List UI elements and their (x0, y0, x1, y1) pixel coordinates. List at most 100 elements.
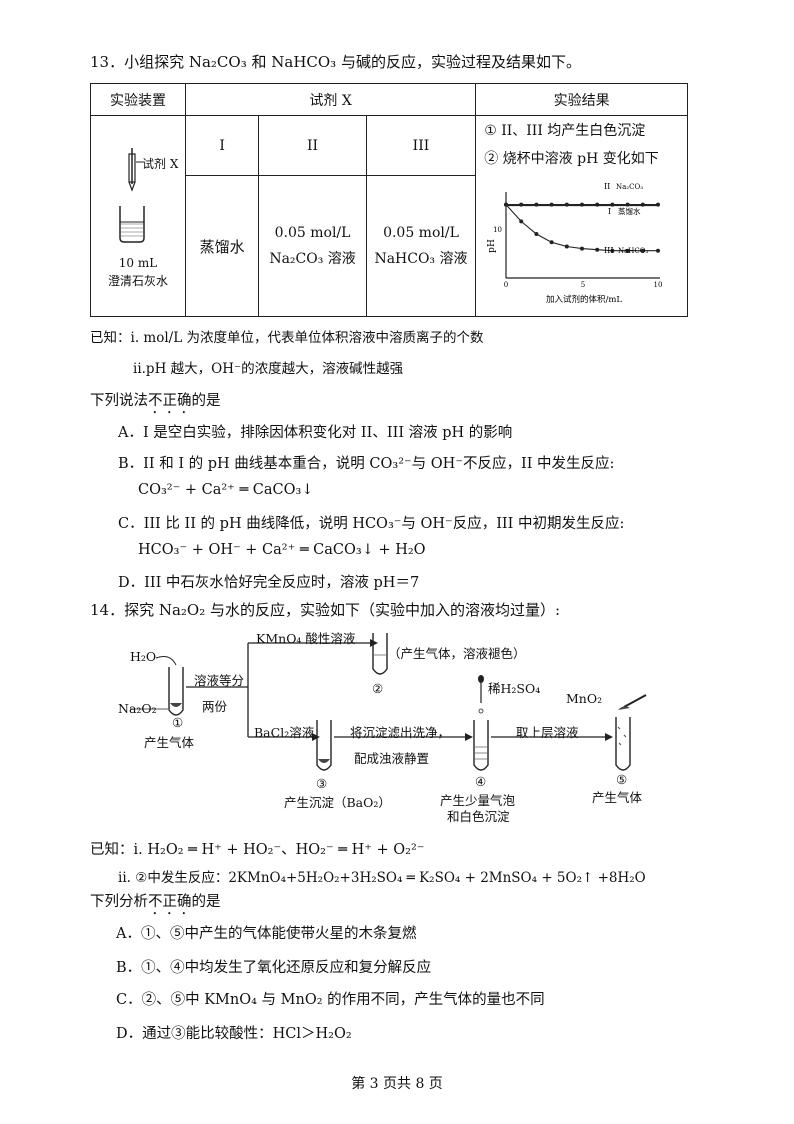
take-supernatant: 取上层溶液 (516, 725, 579, 740)
tube-3-caption: 产生沉淀（BaO₂） (284, 795, 391, 810)
q14-ask-prefix: 下列分析 (90, 894, 148, 910)
y-axis-label: pH (487, 239, 497, 253)
ph-chart: 10 0 5 10 pH 加入试剂的体积/mL II Na₂CO₃ I 蒸馏水 … (487, 182, 663, 305)
data-point (534, 232, 539, 236)
series-label-II: II (604, 182, 610, 191)
reagent-II: 0.05 mol/L Na₂CO₃ 溶液 (258, 175, 367, 317)
series-label-III: III (604, 246, 613, 255)
reagent-II-name: Na₂CO₃ 溶液 (269, 251, 356, 268)
spatula-mno2 (623, 694, 647, 708)
split-label-top: 溶液等分 (194, 673, 245, 688)
data-point (580, 246, 585, 251)
q13-option-c-equation: HCO₃⁻ + OH⁻ + Ca²⁺ ═ CaCO₃↓ + H₂O (138, 542, 426, 558)
pour-arrow (155, 656, 177, 666)
test-tube-3 (316, 720, 332, 771)
label-na2o2: Na₂O₂ (118, 701, 157, 716)
x-axis-label: 加入试剂的体积/mL (546, 294, 622, 305)
q13-ask-prefix: 下列说法 (90, 393, 148, 409)
q14-note-1: 已知：i. H₂O₂ ═ H⁺ + HO₂⁻、HO₂⁻ ═ H⁺ + O₂²⁻ (90, 842, 425, 858)
reagent-III-conc: 0.05 mol/L (383, 225, 459, 242)
tube-4-number: ④ (475, 774, 487, 789)
q14-ask-emphasis: 不正确 (148, 894, 192, 910)
q14-option-a[interactable]: A．①、⑤中产生的气体能使带火星的木条复燃 (116, 926, 417, 942)
tube-1-caption: 产生气体 (144, 735, 195, 750)
reagent-I: 蒸馏水 (184, 175, 260, 317)
reagent-h2so4: 稀H₂SO₄ (488, 681, 541, 696)
reagent-III: 0.05 mol/L NaHCO₃ 溶液 (365, 175, 477, 317)
q13-option-c[interactable]: C．III 比 II 的 pH 曲线降低，说明 HCO₃⁻与 OH⁻反应，III… (118, 516, 625, 532)
data-point (549, 240, 554, 245)
test-tube-4 (473, 720, 489, 771)
apparatus-x-label: 试剂 X (142, 157, 179, 171)
col-II: II (258, 114, 367, 177)
q14-note-2: ii. ②中发生反应：2KMnO₄+5H₂O₂+3H₂SO₄ ═ K₂SO₄ +… (118, 870, 646, 886)
split-label-bottom: 两份 (202, 699, 228, 714)
data-point (610, 248, 615, 253)
q13-ask-emphasis: 不正确 (148, 393, 192, 409)
data-point (565, 244, 570, 249)
q14-option-b[interactable]: B．①、④中均发生了氧化还原反应和复分解反应 (116, 960, 432, 976)
tube-2-observation: （产生气体，溶液褪色） (388, 646, 526, 661)
data-point (625, 248, 630, 253)
filter-step-top: 将沉淀滤出洗净， (350, 725, 451, 740)
col-III: III (365, 114, 477, 177)
q13-question: 下列说法不正确的是 (90, 389, 221, 417)
series-label-II-sub: Na₂CO₃ (616, 183, 643, 191)
q13-stem: 13．小组探究 Na₂CO₃ 和 NaHCO₃ 与碱的反应，实验过程及结果如下。 (90, 53, 581, 71)
tube-5-caption: 产生气体 (592, 790, 643, 805)
q14-ask-suffix: 的是 (191, 894, 221, 910)
data-point (504, 202, 509, 207)
solid-na2o2 (170, 703, 182, 707)
q13-option-b[interactable]: B．II 和 I 的 pH 曲线基本重合，说明 CO₃²⁻与 OH⁻不反应，II… (118, 456, 615, 472)
experiment-table: 实验装置 试剂 X 实验结果 试剂 X 10 mL 澄清石灰水 I II III… (90, 83, 688, 317)
x-tick-10: 10 (654, 281, 663, 289)
data-point (641, 248, 646, 253)
y-tick-10: 10 (493, 226, 502, 234)
apparatus-volume: 10 mL (118, 256, 158, 270)
apparatus-solution: 澄清石灰水 (107, 274, 168, 288)
series-label-III-sub: NaHCO₃ (618, 247, 648, 255)
q13-option-d[interactable]: D．III 中石灰水恰好完全反应时，溶液 pH＝7 (118, 575, 420, 591)
label-h2o: H₂O (130, 649, 157, 664)
beaker-dropper-icon (119, 148, 145, 243)
result-2: ② 烧杯中溶液 pH 变化如下 (484, 151, 659, 167)
data-point (595, 247, 600, 252)
header-apparatus: 实验装置 (90, 83, 186, 116)
reagent-bacl2: BaCl₂溶液 (254, 725, 315, 740)
tube-4-caption-1: 产生少量气泡 (440, 793, 516, 808)
q14-flow-diagram (130, 633, 647, 771)
q14-stem: 14．探究 Na₂O₂ 与水的反应，实验如下（实验中加入的溶液均过量）: (90, 601, 561, 619)
q13-option-b-equation: CO₃²⁻ + Ca²⁺ ═ CaCO₃↓ (138, 482, 314, 498)
test-tube-1 (168, 667, 184, 716)
reagent-II-conc: 0.05 mol/L (274, 225, 351, 242)
q14-option-c[interactable]: C．②、⑤中 KMnO₄ 与 MnO₂ 的作用不同，产生气体的量也不同 (116, 992, 545, 1008)
reagent-mno2: MnO₂ (566, 691, 603, 706)
q14-option-d[interactable]: D．通过③能比较酸性：HCl＞H₂O₂ (116, 1026, 352, 1042)
reagent-kmno4: KMnO₄ 酸性溶液 (256, 631, 356, 646)
data-point (656, 248, 661, 253)
result-cell: ① II、III 均产生白色沉淀 ② 烧杯中溶液 pH 变化如下 10 0 5 … (475, 115, 688, 317)
tube-2-number: ② (372, 681, 384, 696)
result-1: ① II、III 均产生白色沉淀 (484, 123, 646, 139)
reagent-III-name: NaHCO₃ 溶液 (374, 251, 468, 268)
q13-option-a[interactable]: A．I 是空白实验，排除因体积变化对 II、III 溶液 pH 的影响 (118, 425, 513, 441)
filter-step-bottom: 配成浊液静置 (354, 751, 430, 766)
header-reagent: 试剂 X (184, 83, 477, 116)
tube-3-number: ③ (316, 776, 328, 791)
tube-1-number: ① (172, 715, 184, 730)
q13-note-2: ii.pH 越大，OH⁻的浓度越大，溶液碱性越强 (133, 361, 404, 377)
tube-5-number: ⑤ (616, 772, 628, 787)
apparatus-cell: 试剂 X 10 mL 澄清石灰水 (90, 115, 186, 317)
series-label-I: I (608, 207, 611, 216)
test-tube-2 (372, 633, 388, 675)
test-tube-5 (615, 717, 631, 771)
q14-question: 下列分析不正确的是 (90, 890, 221, 918)
page-footer: 第 3 页共 8 页 (351, 1076, 443, 1092)
x-tick-5: 5 (581, 281, 585, 289)
col-I: I (184, 114, 260, 177)
q13-ask-suffix: 的是 (191, 393, 221, 409)
header-result: 实验结果 (475, 83, 688, 116)
q13-note-1: 已知：i. mol/L 为浓度单位，代表单位体积溶液中溶质离子的个数 (90, 330, 484, 346)
tube-4-caption-2: 和白色沉淀 (447, 809, 510, 824)
data-point (519, 219, 524, 224)
